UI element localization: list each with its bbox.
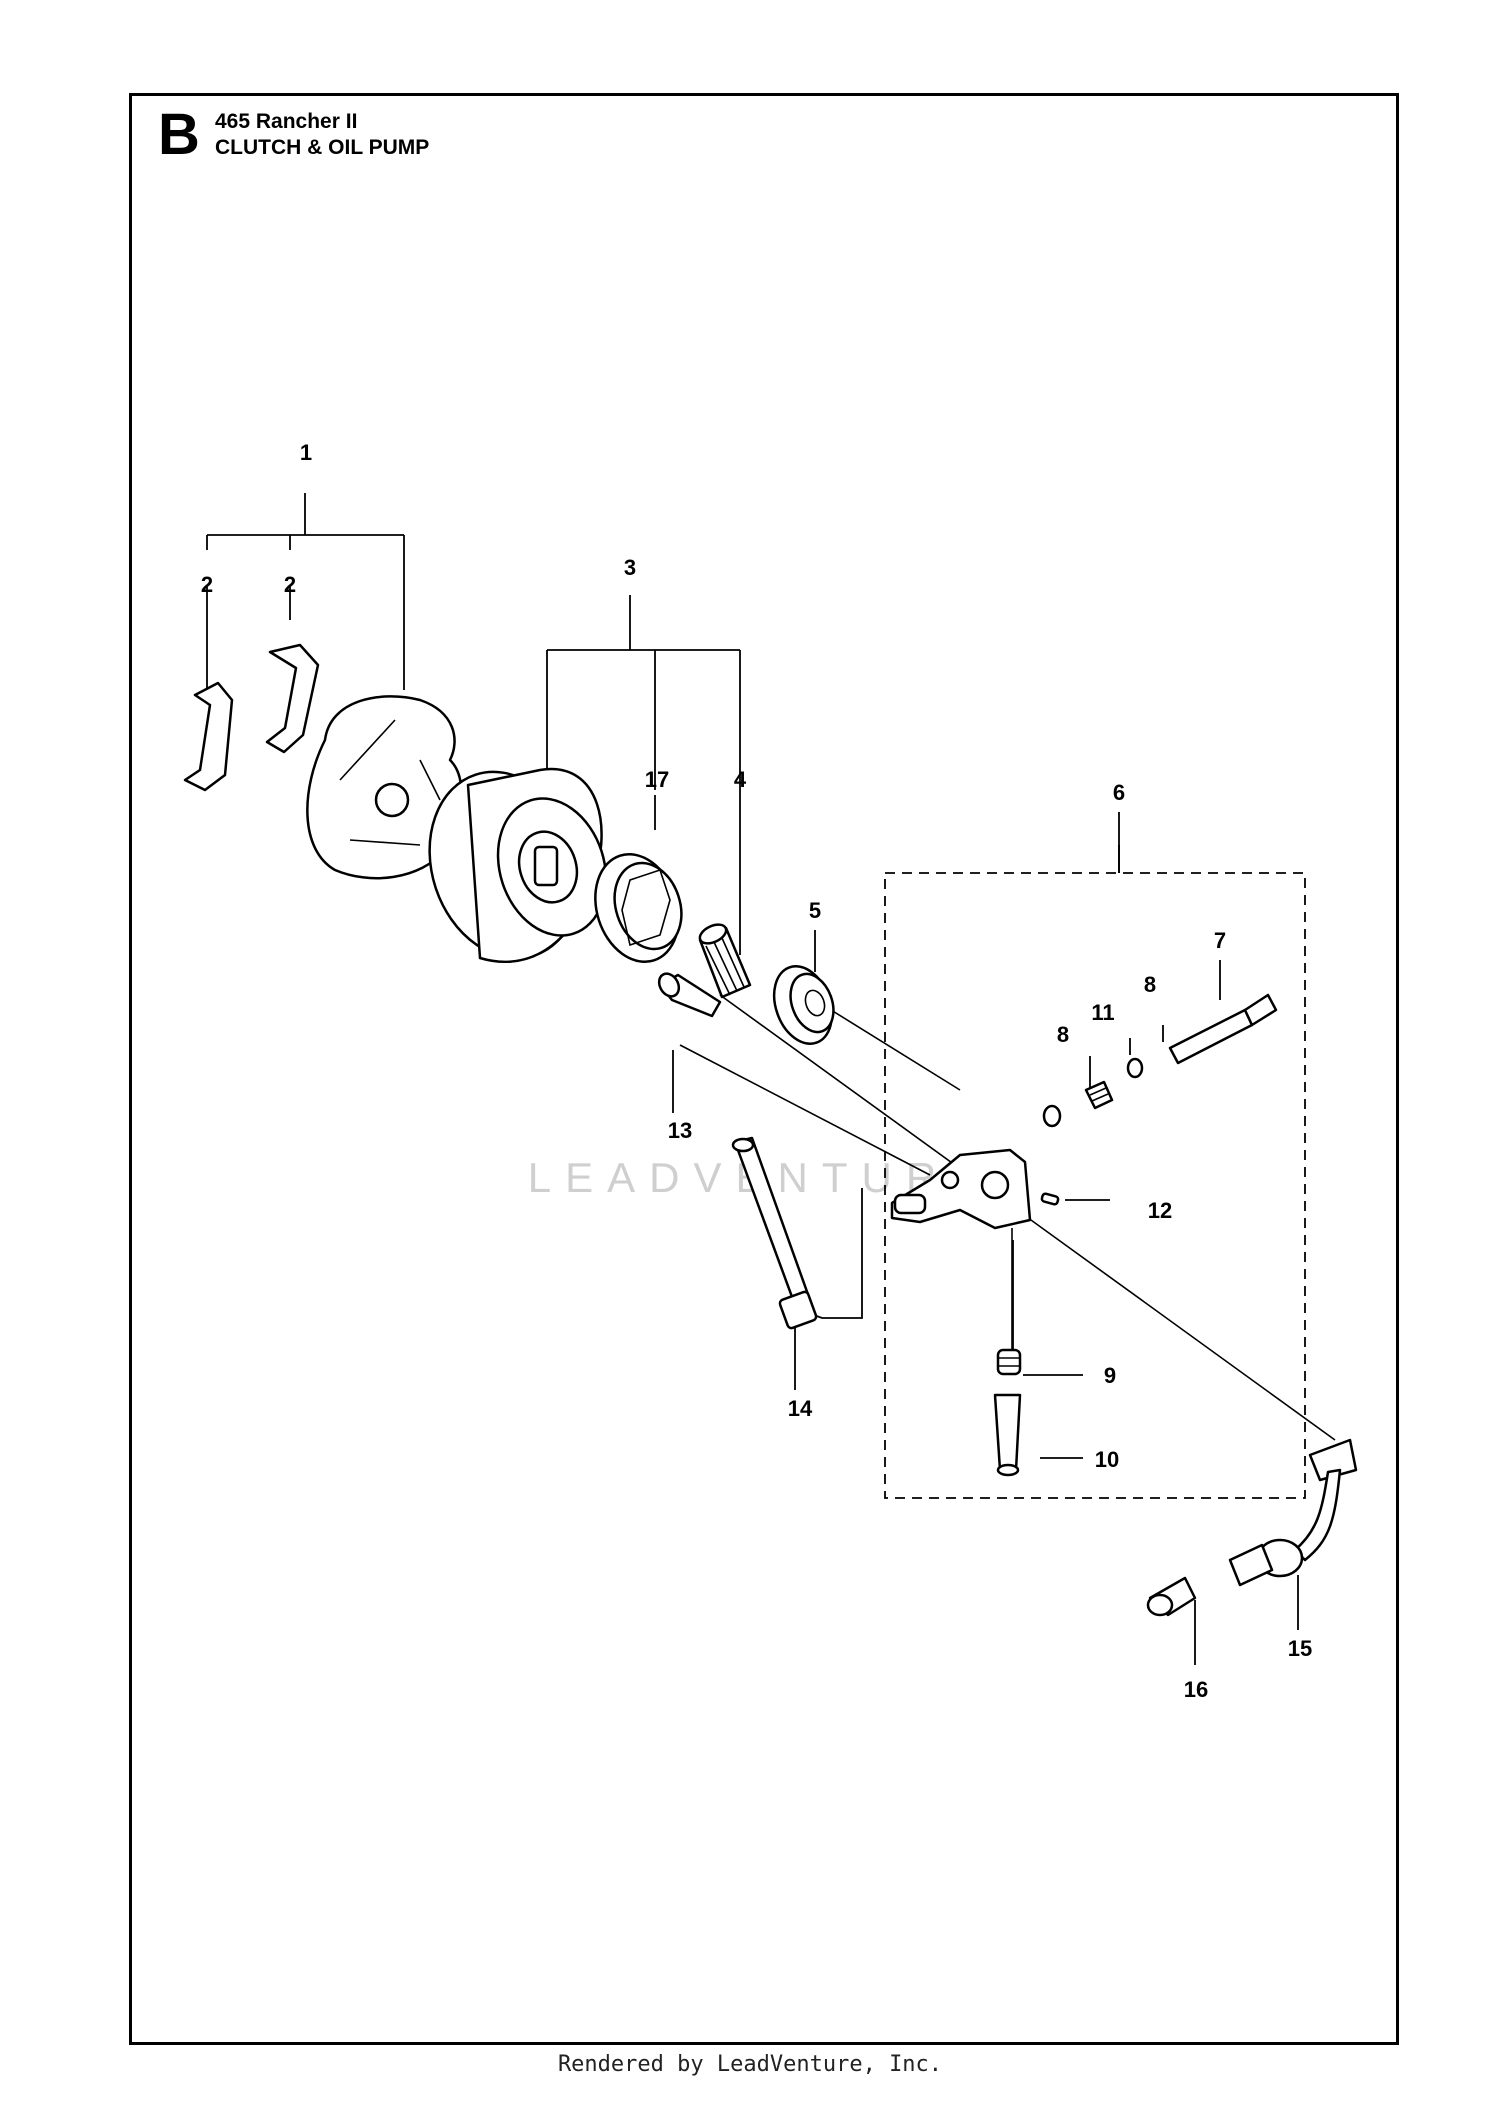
part-8-o-ring-right [1126,1057,1144,1079]
callout-17: 17 [645,767,669,792]
footer-credit: Rendered by LeadVenture, Inc. [557,2052,943,2077]
part-5-washer [772,965,835,1045]
callout-5: 5 [809,898,821,923]
drawing-frame [129,93,1399,2045]
part-17-rim-sprocket [594,853,683,963]
part-15-oil-hose [1228,1438,1358,1587]
callout-8-left: 8 [1057,1022,1069,1047]
callout-2-left: 2 [201,572,213,597]
part-6-oil-pump-housing [890,1148,1032,1230]
callout-8-right: 8 [1144,972,1156,997]
part-16-filter [1146,1576,1197,1617]
callout-9: 9 [1104,1363,1116,1388]
part-8-o-ring-left [1042,1104,1062,1128]
model-name: 465 Rancher II [215,110,358,133]
part-11-spring [1084,1080,1114,1110]
part-3-clutch-drum [428,767,608,963]
callout-labels: 1 2 2 3 4 5 6 7 8 8 9 10 11 12 13 14 15 … [201,440,1312,1702]
callout-16: 16 [1184,1677,1208,1702]
leader-lines [206,493,1336,1665]
part-14-adjusting-lever [731,1136,818,1330]
part-4-needle-bearing [698,923,752,999]
callout-2-right: 2 [284,572,296,597]
callout-11: 11 [1091,1000,1114,1025]
part-13-screw [657,972,722,1018]
callout-12: 12 [1148,1198,1172,1223]
callout-7: 7 [1214,928,1226,953]
callout-13: 13 [668,1118,692,1143]
part-9-spring [996,1348,1022,1376]
section-title: CLUTCH & OIL PUMP [215,136,430,159]
part-10-shaft [993,1393,1022,1477]
part-2-clutch-spring-right [265,643,320,754]
part-7-pump-plunger [1168,993,1278,1065]
part-12-pin [1040,1192,1060,1206]
callout-10: 10 [1095,1447,1119,1472]
callout-14: 14 [788,1396,813,1421]
callout-15: 15 [1288,1636,1312,1661]
callout-3: 3 [624,555,636,580]
callout-6: 6 [1113,780,1125,805]
callout-1: 1 [300,440,312,465]
section-letter: B [158,102,200,167]
part-2-clutch-spring-left [183,681,234,792]
callout-4: 4 [734,767,747,792]
